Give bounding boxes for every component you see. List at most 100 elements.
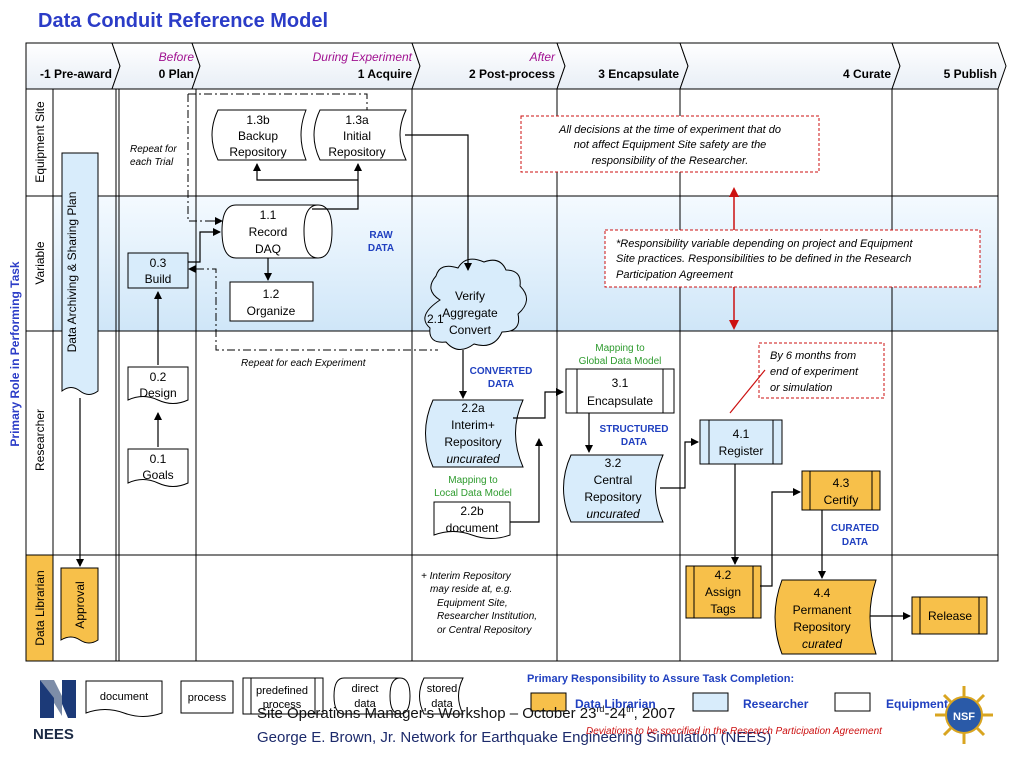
legend-stored-data-shape — [419, 677, 464, 715]
legend-label-researcher: Researcher — [743, 697, 809, 711]
svg-text:Repository: Repository — [229, 145, 286, 159]
node-4-1-register: 4.1 Register — [699, 419, 783, 465]
svg-text:0.3: 0.3 — [150, 256, 167, 270]
svg-text:1.3a: 1.3a — [345, 113, 369, 127]
svg-text:Repository: Repository — [584, 490, 641, 504]
phase-chevron-encapsulate — [556, 42, 689, 90]
node-3-2-central-repository: 3.2 Central Repository uncurated — [563, 454, 664, 523]
repeat-experiment-label: Repeat for each Experiment — [241, 358, 367, 369]
structured-data-label-1: STRUCTURED — [600, 424, 669, 435]
phase-label-pre-award: -1 Pre-award — [40, 67, 112, 81]
legend-process-shape — [180, 680, 234, 714]
svg-text:Central: Central — [594, 473, 633, 487]
svg-text:Assign: Assign — [705, 585, 741, 599]
repeat-trial-label-1: Repeat for — [130, 144, 177, 155]
node-release: Release — [911, 596, 988, 635]
phase-dividers — [115, 89, 893, 661]
node-2-1-verify-aggregate-convert: Verify Aggregate Convert — [424, 258, 527, 350]
raw-data-label-2: DATA — [368, 243, 394, 254]
svg-text:end of experiment: end of experiment — [770, 366, 859, 378]
svg-text:curated: curated — [802, 637, 842, 651]
svg-text:responsibility of the Research: responsibility of the Researcher. — [592, 155, 749, 167]
svg-text:Interim+: Interim+ — [451, 418, 495, 432]
svg-text:3.1: 3.1 — [612, 376, 629, 390]
legend-stored-data-label-2: data — [431, 698, 453, 710]
interim-repository-note: + Interim Repository may reside at, e.g.… — [421, 571, 537, 636]
phase-label-post-process: 2 Post-process — [469, 67, 555, 81]
svg-text:Release: Release — [928, 609, 972, 623]
flow-arrows — [154, 134, 911, 620]
phase-label-encapsulate: 3 Encapsulate — [598, 67, 679, 81]
svg-text:Design: Design — [139, 386, 176, 400]
page-title: Data Conduit Reference Model — [38, 10, 328, 32]
svg-text:4.2: 4.2 — [715, 568, 732, 582]
svg-text:Site practices. Responsibiliti: Site practices. Responsibilities to be d… — [616, 253, 911, 265]
svg-text:Repository: Repository — [328, 145, 385, 159]
svg-text:document: document — [446, 521, 499, 535]
node-1-3a-initial-repository: 1.3a Initial Repository — [313, 109, 407, 161]
node-4-4-permanent-repository: 4.4 Permanent Repository curated — [774, 579, 877, 655]
legend-direct-data-label-1: direct — [352, 683, 379, 695]
plan-box-label: Data Archiving & Sharing Plan — [65, 192, 79, 353]
svg-text:not affect Equipment Site safe: not affect Equipment Site safety are the — [574, 139, 767, 151]
phase-label-publish: 5 Publish — [944, 67, 997, 81]
svg-text:Convert: Convert — [449, 323, 492, 337]
node-2-1-number: 2.1 — [427, 312, 444, 326]
node-0-1-goals: 0.1 Goals — [127, 448, 189, 487]
svg-text:4.3: 4.3 — [833, 476, 850, 490]
phase-chevron-curate — [679, 42, 901, 90]
approval-box: Approval — [60, 567, 99, 644]
node-4-2-assign-tags: 4.2 Assign Tags — [685, 565, 762, 619]
svg-text:Tags: Tags — [710, 602, 735, 616]
legend-document-shape — [85, 680, 163, 717]
raw-data-label-1: RAW — [369, 230, 393, 241]
svg-text:*Responsibility variable depen: *Responsibility variable depending on pr… — [616, 238, 914, 250]
nees-logo-text: NEES — [33, 726, 74, 743]
svg-text:4.1: 4.1 — [733, 427, 750, 441]
curated-data-label-1: CURATED — [831, 523, 879, 534]
node-2-2a-interim-repository: 2.2a Interim+ Repository uncurated — [425, 399, 524, 468]
svg-text:Aggregate: Aggregate — [442, 306, 498, 320]
svg-text:Goals: Goals — [142, 468, 173, 482]
note-responsibility: *Responsibility variable depending on pr… — [604, 229, 981, 288]
legend-swatch-equipment-site — [834, 692, 871, 712]
role-axis-label: Primary Role in Performing Task — [8, 261, 22, 446]
svg-text:Record: Record — [249, 225, 288, 239]
phase-chevron-pre-award — [25, 42, 121, 90]
svg-text:2.2b: 2.2b — [460, 504, 484, 518]
structured-data-label-2: DATA — [621, 437, 647, 448]
legend-label-data-librarian: Data Librarian — [575, 697, 656, 711]
legend-swatch-data-librarian — [530, 692, 567, 712]
svg-text:or simulation: or simulation — [770, 382, 832, 394]
node-2-2b-document: 2.2b document — [433, 501, 511, 539]
legend-direct-data-label-2: data — [354, 698, 376, 710]
nsf-logo: NSF — [935, 686, 993, 744]
red-connector-six-months — [729, 369, 766, 414]
note-six-months: By 6 months from end of experiment or si… — [758, 342, 885, 399]
phase-chevron-publish — [891, 42, 1007, 90]
plan-box: Data Archiving & Sharing Plan — [61, 152, 99, 395]
svg-text:DAQ: DAQ — [255, 242, 281, 256]
repeat-loops — [187, 93, 438, 351]
lane-label-researcher: Researcher — [33, 409, 47, 471]
lane-label-variable: Variable — [33, 241, 47, 284]
legend-process-label: process — [188, 692, 227, 704]
legend-swatch-researcher — [692, 692, 729, 712]
converted-data-label-1: CONVERTED — [470, 366, 533, 377]
svg-text:Initial: Initial — [343, 129, 371, 143]
svg-text:Verify: Verify — [455, 289, 485, 303]
approval-label: Approval — [73, 581, 87, 628]
lane-equipment-site — [25, 88, 999, 197]
phase-group-after: After — [529, 50, 556, 64]
repeat-trial-label-2: each Trial — [130, 157, 174, 168]
svg-text:1.3b: 1.3b — [246, 113, 270, 127]
data-librarian-lane-tag — [25, 554, 54, 662]
svg-text:2.2a: 2.2a — [461, 401, 485, 415]
nees-logo: NEES — [33, 680, 76, 743]
svg-text:All decisions at the time of e: All decisions at the time of experiment … — [558, 124, 781, 136]
svg-text:Encapsulate: Encapsulate — [587, 394, 653, 408]
svg-text:0.2: 0.2 — [150, 370, 167, 384]
